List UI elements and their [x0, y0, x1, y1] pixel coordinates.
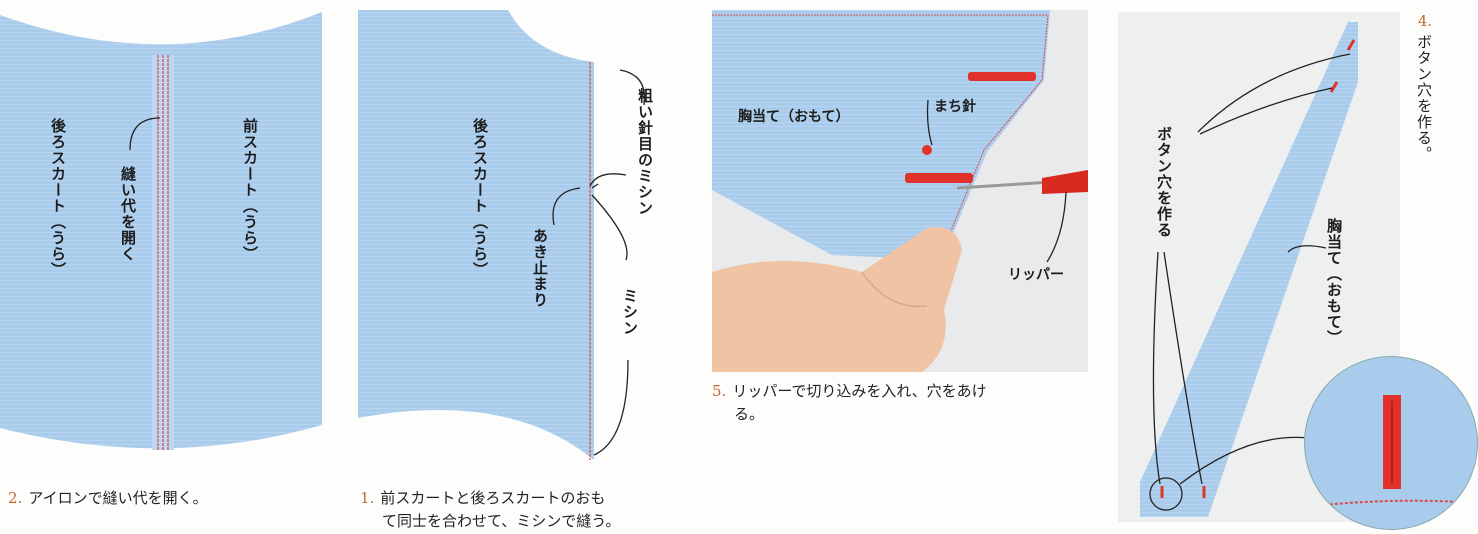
step-4-text: ボタン穴を作る。: [1415, 34, 1433, 162]
label-open-seam: 縫い代を開く: [119, 166, 137, 262]
bib-and-hand-illustration: [712, 10, 1088, 372]
label-front-skirt: 前スカート（うら）: [241, 118, 259, 262]
caption-step-2: 2.アイロンで縫い代を開く。: [8, 489, 208, 507]
label-back-skirt: 後ろスカート（うら）: [49, 118, 67, 278]
buttonhole-closeup: [1304, 356, 1478, 530]
photo-panel-seam-open: 後ろスカート（うら） 縫い代を開く 前スカート（うら）: [0, 0, 330, 480]
step-4-number: 4.: [1417, 12, 1433, 30]
label-seam-ripper: リッパー: [1008, 267, 1064, 283]
photo-panel-buttonhole: ボタン穴を作る 胸当て（おもて）: [1118, 12, 1400, 522]
bib-fabric: [712, 10, 1050, 260]
label-machine-stitch: ミシン: [621, 288, 639, 336]
zoom-source-circle: [1149, 477, 1183, 511]
seam-ripper-icon: [1042, 170, 1088, 194]
label-pin: まち針: [934, 99, 976, 115]
caption-step-1: 1.前スカートと後ろスカートのおも て同士を合わせて、ミシンで縫う。: [360, 489, 621, 531]
hand: [712, 226, 962, 372]
label-opening-stop: あき止まり: [531, 228, 549, 308]
label-coarse-stitch: 粗い針目のミシン: [636, 88, 654, 216]
step-4-heading: 4. ボタン穴を作る。: [1410, 12, 1440, 162]
pin-head: [922, 145, 932, 155]
caption-step-5: 5.リッパーで切り込みを入れ、穴をあけ る。: [712, 382, 987, 424]
closeup-illustration: [1305, 395, 1477, 508]
label-bib-front: 胸当て（おもて）: [1325, 218, 1343, 346]
buttonhole-mark: [1346, 39, 1356, 51]
fabric-illustration: [0, 12, 322, 450]
buttonhole-mark: [1329, 81, 1339, 93]
label-back-skirt: 後ろスカート（うら）: [471, 118, 489, 278]
buttonhole-upper: [968, 72, 1036, 81]
photo-panel-sewing-seam: 後ろスカート（うら） あき止まり 粗い針目のミシン ミシン: [358, 0, 678, 480]
leader-line: [129, 117, 161, 151]
label-bib-front: 胸当て（おもて）: [738, 109, 850, 125]
bib-strap-fabric: [1140, 22, 1358, 517]
fabric-illustration: [358, 10, 646, 460]
skirt-fabric: [358, 10, 594, 460]
photo-panel-ripper: 胸当て（おもて） まち針 リッパー: [712, 10, 1088, 372]
buttonhole-lower: [905, 173, 973, 183]
label-make-buttonhole: ボタン穴を作る: [1155, 126, 1173, 238]
bib-strip-illustration: [1140, 22, 1358, 517]
